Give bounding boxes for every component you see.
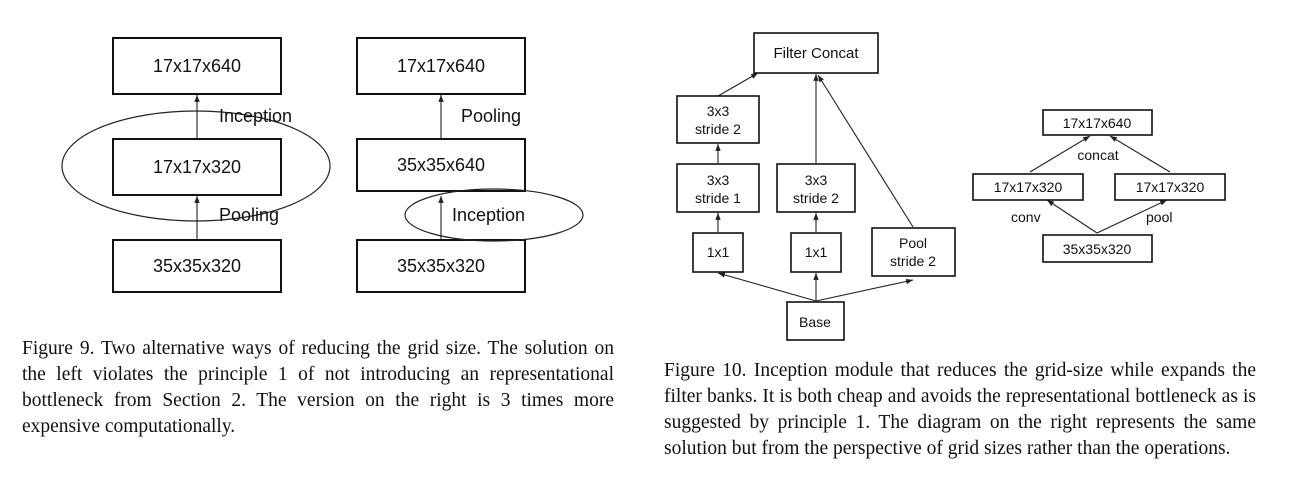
fig9-left-box-top	[112, 37, 282, 95]
fig10-b2-mid-box	[776, 163, 856, 213]
fig9-right-box-mid	[356, 138, 526, 192]
fig10-base-label: Base	[799, 314, 831, 330]
fig10-b1-bot-box	[692, 232, 744, 273]
fig9-left-box-bottom	[112, 239, 282, 293]
fig10-filter-concat-label: Filter Concat	[773, 45, 859, 62]
fig10-b1-bot-label: 1x1	[707, 244, 730, 260]
fig9-left-box-bottom-label: 35x35x320	[153, 256, 241, 276]
fig10-b2-mid-label-2: stride 2	[793, 190, 839, 206]
fig9-right-inception-oval	[404, 188, 584, 242]
fig10-edge-pool-concat	[817, 74, 914, 228]
fig10-grid-bottom-label: 35x35x320	[1063, 241, 1132, 257]
fig10-module-diagram: Filter Concat 3x3 stride 2 3x3 stride 1 …	[676, 32, 956, 341]
fig9-left-inception-oval	[61, 110, 331, 222]
fig10-grid-diagram: 17x17x640 concat 17x17x320 17x17x320 con…	[972, 109, 1226, 263]
fig10-b1-top-label-2: stride 2	[695, 121, 741, 137]
fig10-grid-left-label: 17x17x320	[994, 179, 1063, 195]
fig9-left-label-pooling: Pooling	[219, 205, 279, 225]
fig10-grid-right-label: 17x17x320	[1136, 179, 1205, 195]
fig9-left-diagram: 17x17x640 17x17x320 35x35x320 Inception …	[61, 37, 331, 293]
figure9-caption: Figure 9. Two alternative ways of reduci…	[22, 338, 614, 437]
figure10-caption: Figure 10. Inception module that reduces…	[664, 360, 1256, 459]
fig9-right-box-bottom	[356, 239, 526, 293]
fig10-grid-edge-right-top	[1109, 135, 1171, 173]
fig10-grid-edge-left-top	[1029, 135, 1091, 173]
fig10-edge-b1top-concat	[717, 72, 759, 97]
fig10-grid-edge-bottom-right	[1096, 199, 1168, 234]
fig10-edge-base-pool	[815, 278, 914, 302]
fig10-pool-label-2: stride 2	[890, 253, 936, 269]
fig10-base-box	[786, 301, 845, 341]
fig10-grid-edge-bottom-left	[1046, 199, 1098, 234]
fig10-pool-box	[871, 227, 956, 277]
fig10-b1-top-box	[676, 95, 760, 144]
fig10-grid-conv-label: conv	[1011, 209, 1041, 225]
fig9-right-label-pooling: Pooling	[461, 106, 521, 126]
fig10-grid-bottom-box	[1042, 234, 1153, 263]
fig9-right-box-bottom-label: 35x35x320	[397, 256, 485, 276]
fig9-left-box-mid-label: 17x17x320	[153, 157, 241, 177]
fig10-b1-mid-label-2: stride 1	[695, 190, 741, 206]
fig9-right-label-inception: Inception	[452, 205, 525, 225]
fig10-grid-top-box	[1042, 109, 1153, 136]
fig10-grid-pool-label: pool	[1146, 209, 1172, 225]
fig9-left-label-inception: Inception	[219, 106, 292, 126]
fig10-filter-concat-box	[753, 32, 879, 74]
fig10-grid-concat-label: concat	[1077, 147, 1118, 163]
fig10-b2-bot-label: 1x1	[805, 244, 828, 260]
fig10-b2-mid-label-1: 3x3	[805, 172, 828, 188]
fig10-pool-label-1: Pool	[899, 235, 927, 251]
fig9-right-box-mid-label: 35x35x640	[397, 155, 485, 175]
fig10-edge-base-b1bot	[717, 272, 817, 302]
fig10-b1-mid-label-1: 3x3	[707, 172, 730, 188]
fig10-grid-top-label: 17x17x640	[1063, 115, 1132, 131]
fig9-left-box-mid	[112, 138, 282, 196]
fig9-right-box-top-label: 17x17x640	[397, 56, 485, 76]
fig10-b1-mid-box	[676, 163, 760, 213]
fig9-left-box-top-label: 17x17x640	[153, 56, 241, 76]
fig10-b2-bot-box	[790, 232, 842, 273]
fig9-right-box-top	[356, 37, 526, 95]
fig10-grid-right-box	[1114, 173, 1226, 201]
fig9-right-diagram: 17x17x640 35x35x640 35x35x320 Pooling In…	[356, 37, 584, 293]
fig10-b1-top-label-1: 3x3	[707, 103, 730, 119]
fig10-grid-left-box	[972, 173, 1084, 201]
